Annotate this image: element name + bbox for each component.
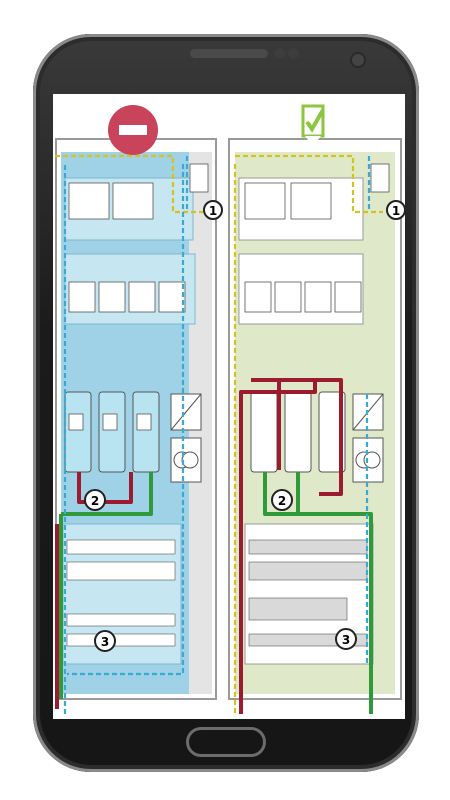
marker-label: 3 (101, 635, 109, 649)
marker-label: 2 (278, 494, 286, 508)
right-marker-3: 3 (335, 628, 357, 650)
screen: 1 2 3 (53, 94, 405, 719)
left-marker-1: 1 (203, 200, 223, 220)
right-marker-1: 1 (386, 200, 405, 220)
no-entry-icon (108, 105, 158, 155)
left-marker-2: 2 (84, 489, 106, 511)
checkmark-icon (301, 104, 325, 146)
left-marker-3: 3 (94, 630, 116, 652)
marker-label: 1 (209, 204, 217, 218)
marker-label: 2 (91, 494, 99, 508)
home-button[interactable] (186, 727, 266, 757)
marker-label: 3 (342, 633, 350, 647)
front-camera (352, 54, 364, 66)
right-panel: 1 2 3 (228, 104, 405, 714)
front-sensor (288, 48, 299, 59)
proximity-sensor (274, 48, 285, 59)
marker-label: 1 (392, 204, 400, 218)
left-panel: 1 2 3 (55, 105, 223, 714)
right-marker-2: 2 (271, 489, 293, 511)
speaker-grille (190, 49, 268, 58)
